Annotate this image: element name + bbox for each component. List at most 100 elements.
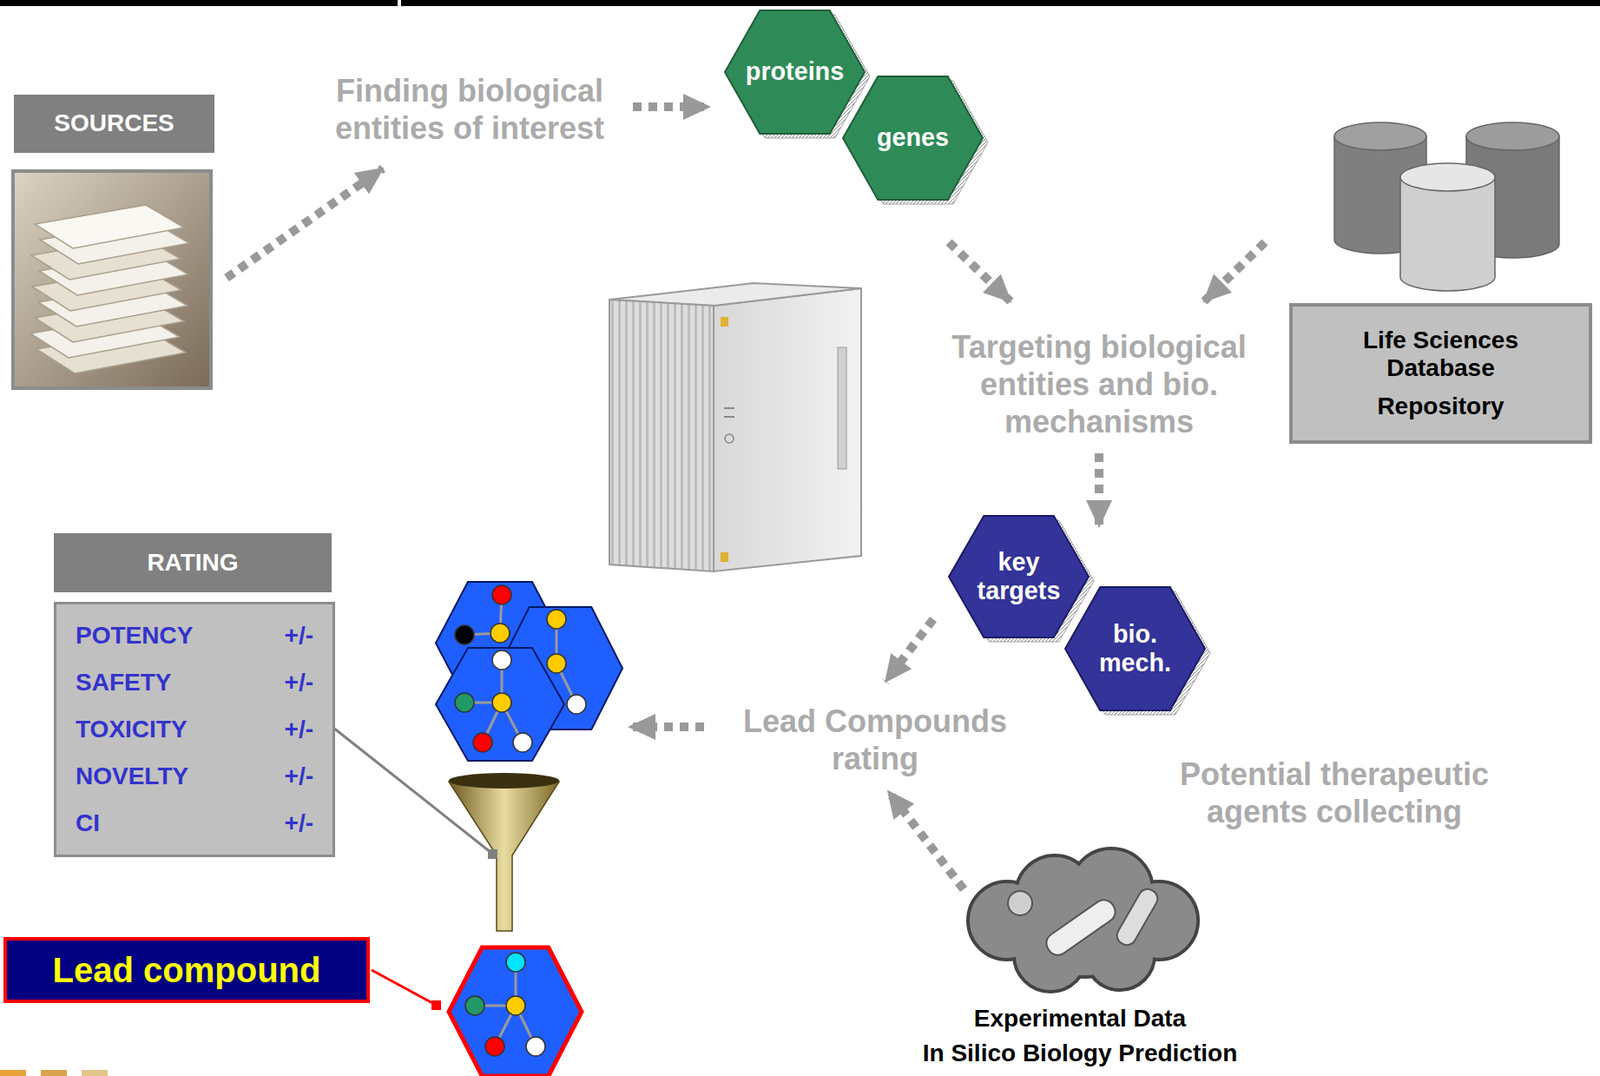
paper-stack-photo xyxy=(13,171,211,389)
entity-text: proteins xyxy=(745,57,844,86)
section-header: RATING xyxy=(53,533,332,593)
table-cell: +/- xyxy=(284,762,314,791)
lead-compound-hexagon xyxy=(448,947,582,1076)
database-text: Life Sciences Database xyxy=(1315,326,1568,382)
leader-line xyxy=(487,849,498,859)
top-bar xyxy=(401,0,1600,7)
experiment-cloud xyxy=(967,848,1199,992)
compound-hexagons xyxy=(454,692,475,712)
entity-hexagon: proteins xyxy=(724,10,870,139)
compound-hexagons xyxy=(566,694,587,714)
compound-hexagons xyxy=(492,650,512,670)
lead-compound-hexagon xyxy=(506,952,526,972)
compound-hexagons xyxy=(473,732,493,752)
table-cell: +/- xyxy=(284,715,314,744)
server-tower xyxy=(724,415,735,418)
step-label: Potential therapeutic agents collecting xyxy=(1165,755,1504,830)
experiment-cloud xyxy=(1042,895,1120,960)
highlight-text: Lead compound xyxy=(52,949,322,990)
leader-line xyxy=(333,727,492,853)
server-tower xyxy=(609,299,714,572)
entity-text: genes xyxy=(876,123,949,152)
footer-squares xyxy=(81,1069,108,1076)
flow-arrow xyxy=(226,106,1265,889)
table-cell: TOXICITY xyxy=(75,715,268,744)
table-cell: CI xyxy=(75,809,268,837)
flow-arrow xyxy=(888,790,964,889)
table-cell: NOVELTY xyxy=(75,762,268,791)
database-text: Repository xyxy=(1376,392,1504,421)
entity-hexagon: genes xyxy=(842,76,988,205)
experiment-cloud xyxy=(967,848,1199,992)
step-label: Finding biological entities of interest xyxy=(322,72,618,147)
target-hexagon: bio. mech. xyxy=(1065,586,1211,715)
server-tower xyxy=(720,552,729,562)
table-cell: +/- xyxy=(284,668,314,697)
footer-squares xyxy=(0,1069,108,1076)
footer-squares xyxy=(0,1069,27,1076)
server-tower xyxy=(713,288,862,572)
leader-line xyxy=(333,727,498,859)
compound-hexagons xyxy=(435,647,565,761)
compound-hexagons xyxy=(492,585,512,605)
table-cell: POTENCY xyxy=(75,621,268,650)
flow-arrow xyxy=(632,102,710,112)
experiment-cloud xyxy=(1039,882,1132,975)
header-text: RATING xyxy=(146,548,238,577)
database-cylinders xyxy=(1466,122,1560,151)
table-cell: SAFETY xyxy=(75,668,268,697)
compound-hexagons xyxy=(513,732,533,752)
rating-table: POTENCY +/- SAFETY +/- TOXICITY +/- NOVELTY +/-… xyxy=(53,601,336,857)
experiment-cloud xyxy=(1007,890,1033,916)
paper-stack-photo xyxy=(13,171,211,389)
flow-arrow xyxy=(1204,242,1265,302)
paper-stack-photo xyxy=(34,204,185,249)
pointer-line xyxy=(431,1000,442,1010)
hexagon-fill xyxy=(724,10,865,134)
database-cylinders xyxy=(1334,122,1560,291)
header-text: SOURCES xyxy=(53,109,174,138)
database-cylinders xyxy=(1334,122,1427,151)
pointer-line xyxy=(371,969,435,1004)
pointer-line xyxy=(371,969,442,1010)
table-cell: +/- xyxy=(284,809,314,837)
flow-arrow xyxy=(948,242,1011,302)
caption-text: In Silico Biology Prediction xyxy=(897,1038,1263,1068)
server-tower xyxy=(720,316,729,327)
experiment-cloud xyxy=(969,849,1197,990)
server-tower xyxy=(837,347,847,469)
compound-hexagons xyxy=(546,609,567,629)
database-cylinders xyxy=(1400,177,1495,291)
server-tower xyxy=(724,407,735,409)
funnel xyxy=(448,772,560,789)
flow-arrow xyxy=(1094,453,1104,527)
lead-compound-box: Lead compound xyxy=(3,936,370,1003)
experiment-cloud xyxy=(1113,885,1161,949)
lead-compound-hexagon xyxy=(526,1036,546,1056)
target-text: bio. mech. xyxy=(1079,619,1192,678)
database-box: Life Sciences DatabaseRepository xyxy=(1289,302,1593,444)
funnel xyxy=(448,772,560,931)
compound-hexagons xyxy=(546,653,567,673)
lead-compound-hexagon xyxy=(465,995,485,1015)
flow-arrow xyxy=(885,618,934,682)
hexagon-fill xyxy=(948,515,1089,638)
section-header: SOURCES xyxy=(13,94,215,153)
footer-squares xyxy=(40,1069,67,1076)
server-tower xyxy=(609,283,862,572)
funnel xyxy=(448,776,560,931)
compound-hexagons xyxy=(490,623,510,643)
hexagon-fill xyxy=(1065,586,1205,711)
compound-hexagons xyxy=(435,581,623,761)
flow-arrow xyxy=(629,722,705,731)
target-text: key targets xyxy=(962,547,1076,606)
compound-hexagons xyxy=(454,625,475,645)
server-tower xyxy=(724,434,734,443)
top-bar xyxy=(0,0,398,7)
lead-compound-hexagon xyxy=(485,1036,505,1056)
lead-compound-hexagon xyxy=(506,995,526,1015)
compound-hexagons xyxy=(492,692,512,712)
flow-arrow xyxy=(226,168,383,278)
lead-compound-hexagon xyxy=(448,947,582,1076)
caption-text: Experimental Data xyxy=(897,1003,1263,1034)
